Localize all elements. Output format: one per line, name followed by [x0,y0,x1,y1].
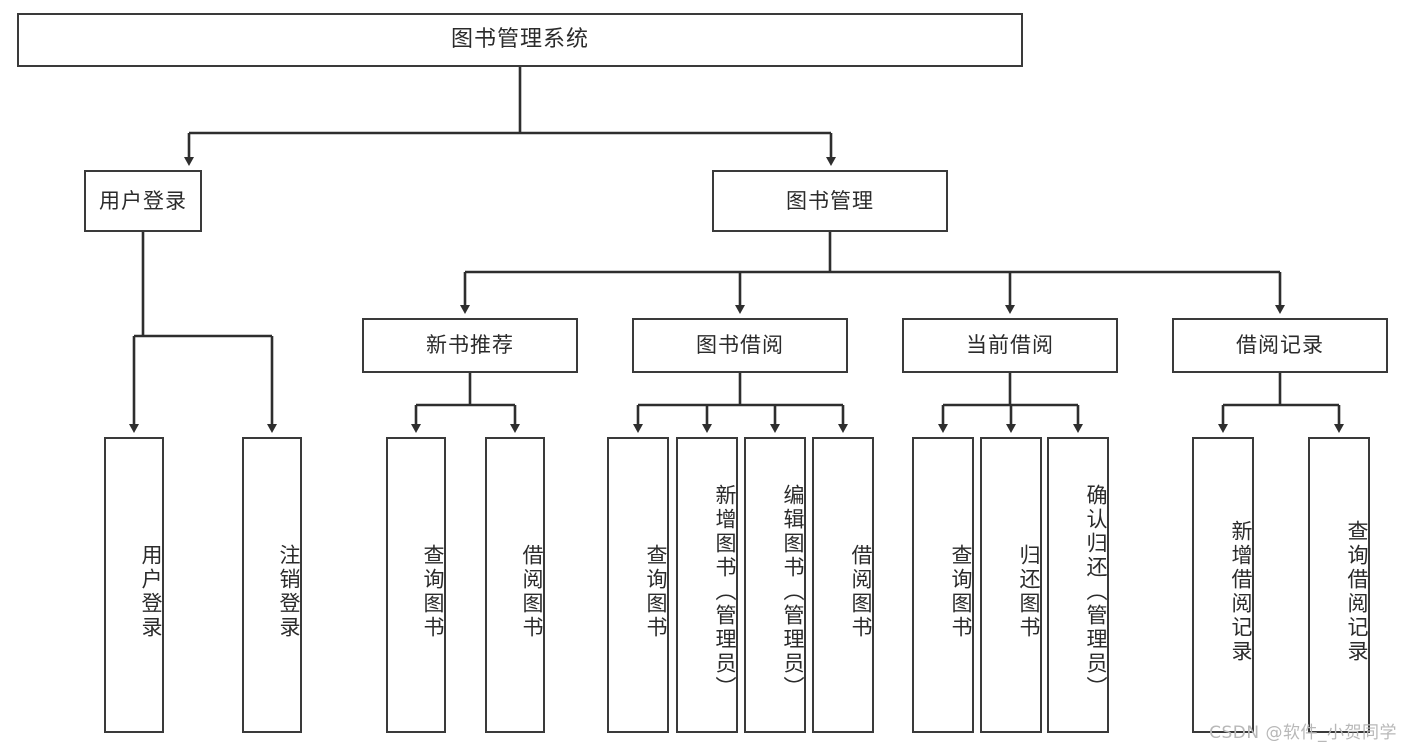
leaf-confirm-return-admin[interactable]: 确认归还（管理员） [1047,437,1109,733]
leaf-borrow-book-newbook[interactable]: 借阅图书 [485,437,545,733]
node-book-management[interactable]: 图书管理 [712,170,948,232]
node-borrow-records[interactable]: 借阅记录 [1172,318,1388,373]
node-label: 编辑图书（管理员） [781,484,805,700]
node-label: 借阅记录 [1236,333,1324,358]
node-label: 借阅图书 [520,544,544,640]
node-user-login[interactable]: 用户登录 [84,170,202,232]
node-label: 确认归还（管理员） [1084,484,1108,700]
node-book-borrow[interactable]: 图书借阅 [632,318,848,373]
node-label: 当前借阅 [966,333,1054,358]
node-label: 查询借阅记录 [1345,520,1369,664]
node-label: 图书管理 [786,188,874,213]
leaf-query-book-current[interactable]: 查询图书 [912,437,974,733]
node-label: 图书借阅 [696,333,784,358]
node-label: 用户登录 [139,544,163,640]
node-label: 新增借阅记录 [1229,520,1253,664]
leaf-user-login[interactable]: 用户登录 [104,437,164,733]
node-new-book-recommend[interactable]: 新书推荐 [362,318,578,373]
node-label: 归还图书 [1017,544,1041,640]
node-label: 图书管理系统 [450,27,589,53]
node-label: 查询图书 [421,544,445,640]
node-label: 注销登录 [277,544,301,640]
leaf-borrow-book[interactable]: 借阅图书 [812,437,874,733]
leaf-add-book-admin[interactable]: 新增图书（管理员） [676,437,738,733]
node-root-book-management-system[interactable]: 图书管理系统 [17,13,1023,67]
leaf-return-book[interactable]: 归还图书 [980,437,1042,733]
node-label: 新增图书（管理员） [713,484,737,700]
leaf-edit-book-admin[interactable]: 编辑图书（管理员） [744,437,806,733]
node-label: 查询图书 [644,544,668,640]
leaf-logout[interactable]: 注销登录 [242,437,302,733]
leaf-query-book-borrow[interactable]: 查询图书 [607,437,669,733]
leaf-query-book-newbook[interactable]: 查询图书 [386,437,446,733]
node-label: 用户登录 [99,188,187,213]
node-label: 查询图书 [949,544,973,640]
node-label: 借阅图书 [849,544,873,640]
leaf-add-borrow-record[interactable]: 新增借阅记录 [1192,437,1254,733]
csdn-watermark: CSDN @软件_小贺同学 [1209,723,1397,743]
node-current-borrow[interactable]: 当前借阅 [902,318,1118,373]
node-label: 新书推荐 [426,333,514,358]
leaf-query-borrow-record[interactable]: 查询借阅记录 [1308,437,1370,733]
